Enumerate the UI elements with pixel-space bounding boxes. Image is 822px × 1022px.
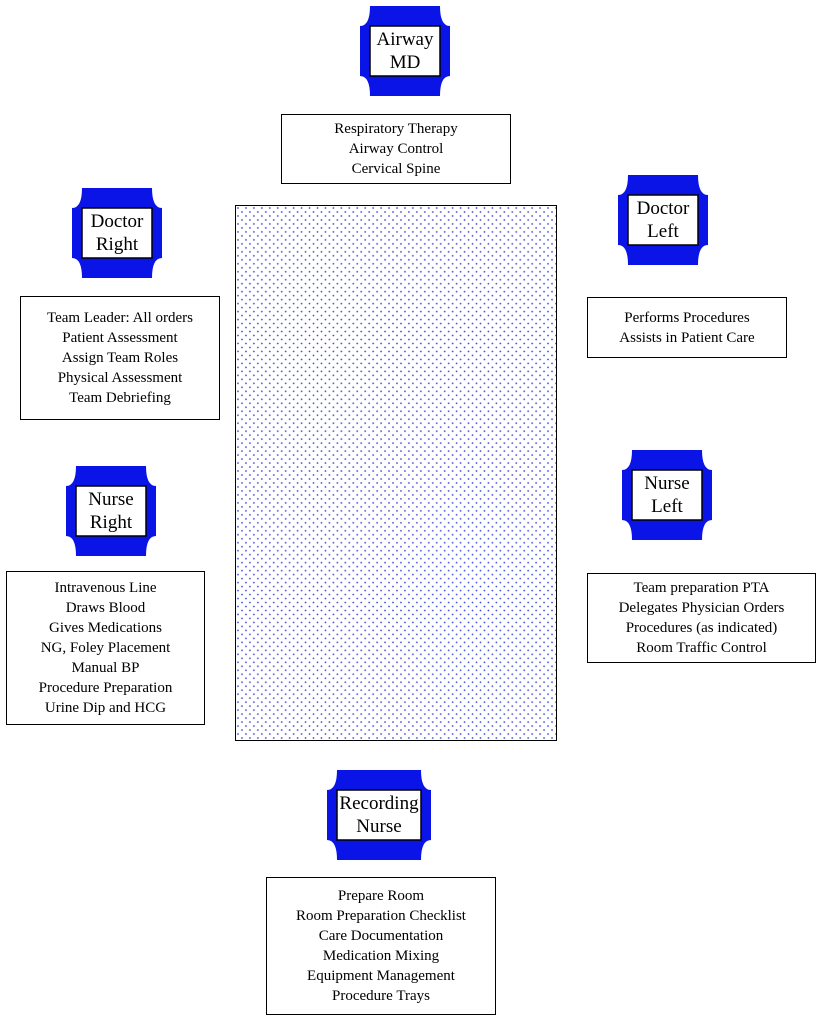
duties-recording-nurse: Prepare Room Room Preparation Checklist … bbox=[266, 877, 496, 1015]
station-subtitle: Left bbox=[651, 496, 683, 517]
station-shape bbox=[66, 466, 156, 556]
duty-item: NG, Foley Placement bbox=[40, 640, 171, 656]
station-title: Airway bbox=[376, 29, 434, 50]
duty-item: Assign Team Roles bbox=[61, 350, 179, 366]
duty-item: Cervical Spine bbox=[351, 161, 441, 177]
duty-item: Airway Control bbox=[348, 141, 444, 157]
station-subtitle: Left bbox=[647, 221, 679, 242]
station-label-doctor-left: Doctor Left bbox=[628, 195, 698, 245]
station-shape bbox=[72, 188, 162, 278]
duty-item: Medication Mixing bbox=[322, 948, 440, 964]
duty-item: Team Debriefing bbox=[69, 390, 171, 406]
duty-item: Patient Assessment bbox=[62, 330, 178, 346]
station-nurse-right: Nurse Right bbox=[66, 466, 156, 556]
station-label-recording-nurse: Recording Nurse bbox=[337, 790, 421, 840]
station-title: Doctor bbox=[636, 198, 690, 219]
duty-item: Physical Assessment bbox=[57, 370, 183, 386]
patient-bed bbox=[235, 205, 557, 741]
duty-item: Gives Medications bbox=[49, 620, 162, 636]
station-shape bbox=[360, 6, 450, 96]
duty-item: Prepare Room bbox=[337, 888, 425, 904]
station-title: Recording bbox=[339, 793, 419, 814]
duty-item: Team preparation PTA bbox=[633, 580, 770, 596]
station-label-nurse-left: Nurse Left bbox=[632, 470, 702, 520]
duty-item: Procedure Trays bbox=[332, 988, 430, 1004]
duty-item: Room Preparation Checklist bbox=[296, 908, 466, 924]
duty-item: Urine Dip and HCG bbox=[44, 700, 167, 716]
station-subtitle: Right bbox=[89, 512, 133, 533]
duty-item: Room Traffic Control bbox=[636, 640, 767, 656]
duties-doctor-right: Team Leader: All orders Patient Assessme… bbox=[20, 296, 220, 420]
duty-item: Respiratory Therapy bbox=[334, 121, 458, 137]
duty-item: Procedure Preparation bbox=[38, 680, 173, 696]
duties-doctor-left: Performs Procedures Assists in Patient C… bbox=[587, 297, 787, 358]
station-label-doctor-right: Doctor Right bbox=[82, 208, 152, 258]
duty-item: Assists in Patient Care bbox=[619, 329, 755, 346]
station-subtitle: Nurse bbox=[356, 816, 402, 837]
duty-item: Care Documentation bbox=[318, 928, 444, 944]
station-label-airway-md: Airway MD bbox=[370, 26, 440, 76]
duty-item: Team Leader: All orders bbox=[47, 310, 193, 326]
station-nurse-left: Nurse Left bbox=[622, 450, 712, 540]
duties-airway-md: Respiratory Therapy Airway Control Cervi… bbox=[281, 114, 511, 184]
bed-dot-pattern bbox=[236, 206, 556, 740]
station-shape bbox=[618, 175, 708, 265]
station-doctor-left: Doctor Left bbox=[618, 175, 708, 265]
duty-item: Manual BP bbox=[71, 660, 140, 676]
duty-item: Equipment Management bbox=[307, 968, 455, 984]
duty-item: Procedures (as indicated) bbox=[625, 620, 778, 636]
station-shape bbox=[327, 770, 431, 860]
station-title: Nurse bbox=[644, 473, 690, 494]
duty-item: Intravenous Line bbox=[54, 580, 157, 596]
duty-item: Performs Procedures bbox=[624, 309, 750, 326]
station-shape bbox=[622, 450, 712, 540]
duties-nurse-left: Team preparation PTA Delegates Physician… bbox=[587, 573, 816, 663]
station-subtitle: MD bbox=[389, 52, 421, 73]
station-subtitle: Right bbox=[95, 234, 139, 255]
station-title: Nurse bbox=[88, 489, 134, 510]
station-airway-md: Airway MD bbox=[360, 6, 450, 96]
station-title: Doctor bbox=[90, 211, 144, 232]
station-label-nurse-right: Nurse Right bbox=[76, 486, 146, 536]
duty-item: Delegates Physician Orders bbox=[618, 600, 785, 616]
station-doctor-right: Doctor Right bbox=[72, 188, 162, 278]
station-recording-nurse: Recording Nurse bbox=[327, 770, 431, 860]
duties-nurse-right: Intravenous Line Draws Blood Gives Medic… bbox=[6, 571, 205, 725]
duty-item: Draws Blood bbox=[65, 600, 146, 616]
